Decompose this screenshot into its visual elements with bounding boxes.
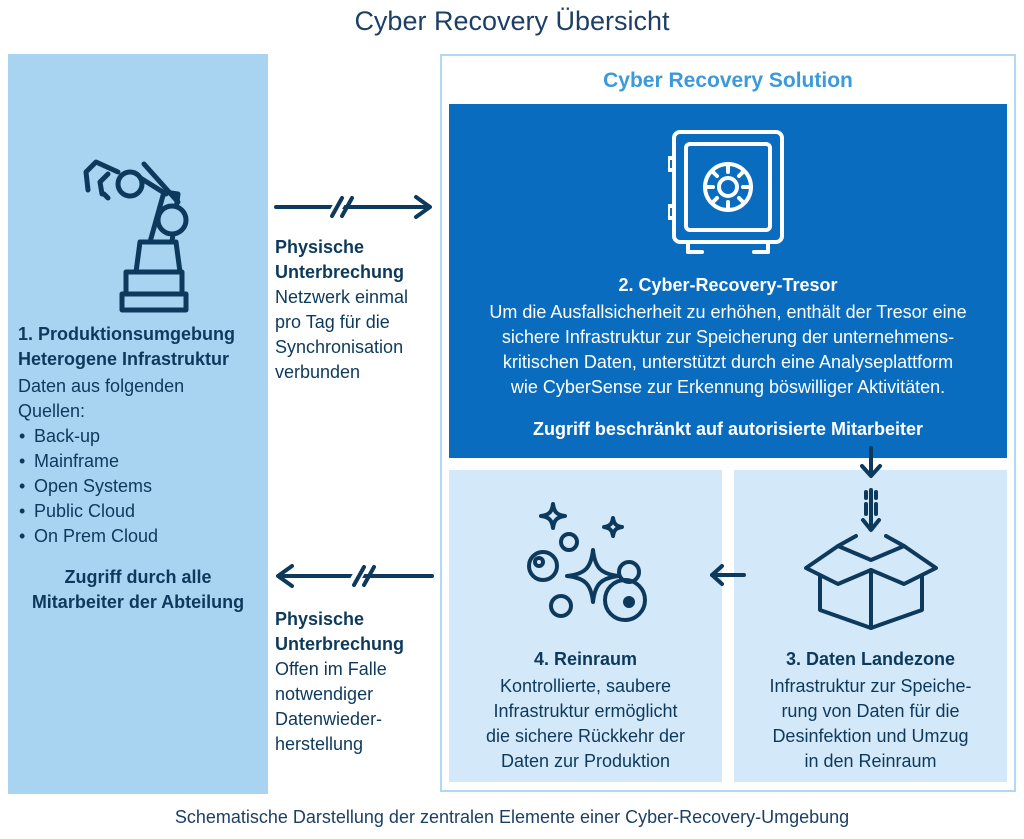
vault-access: Zugriff beschränkt auf autorisierte Mita… (532, 419, 924, 439)
vault-text-4: wie CyberSense zur Erkennung böswilliger… (510, 377, 946, 397)
safe-icon (668, 130, 784, 254)
cleanroom-text-3: die sichere Rückkehr der (485, 726, 686, 746)
vault-text-3: kritischen Daten, unterstützt durch eine… (502, 352, 954, 372)
air-gap-top-text: Physische Unterbrechung Netzwerk einmal … (275, 237, 409, 382)
air-gap-arrow-left (276, 560, 434, 590)
landing-to-cleanroom-arrow (710, 564, 746, 586)
list-item: Back-up (18, 424, 184, 449)
cleanroom-heading: 4. Reinraum (533, 649, 638, 669)
cleanroom-text-1: Kontrollierte, saubere (499, 676, 672, 696)
list-item: Mainframe (18, 449, 184, 474)
production-access: Zugriff durch alle Mitarbeiter der Abtei… (31, 567, 245, 612)
cleanroom-tile: 4. Reinraum Kontrollierte, saubere Infra… (449, 470, 722, 782)
list-item: On Prem Cloud (18, 524, 184, 549)
production-sources: Daten aus folgenden Quellen: Back-up Mai… (18, 374, 184, 549)
figure-caption: Schematische Darstellung der zentralen E… (174, 807, 850, 827)
landing-zone-tile: 3. Daten Landezone Infrastruktur zur Spe… (734, 470, 1007, 782)
air-gap-bottom-text: Physische Unterbrechung Offen im Falle n… (275, 609, 405, 754)
box-icon (804, 488, 938, 630)
air-gap-arrow-right (274, 191, 432, 221)
landing-text-3: Desinfektion und Umzug (772, 726, 969, 746)
robot-arm-icon (83, 159, 189, 313)
vault-text-1: Um die Ausfallsicherheit zu erhöhen, ent… (489, 302, 967, 322)
production-panel: 1. Produktionsumgebung Heterogene Infras… (8, 54, 268, 794)
vault-text-2: sichere Infrastruktur zur Speicherung de… (501, 327, 955, 347)
landing-text-4: in den Reinraum (804, 751, 937, 771)
solution-title: Cyber Recovery Solution (603, 69, 853, 92)
vault-panel: 2. Cyber-Recovery-Tresor Um die Ausfalls… (449, 104, 1007, 458)
cleanroom-text-2: Infrastruktur ermöglicht (493, 701, 678, 721)
page-title: Cyber Recovery Übersicht (354, 6, 670, 36)
source-list: Back-up Mainframe Open Systems Public Cl… (18, 424, 184, 549)
landing-text-2: rung von Daten für die (781, 701, 960, 721)
vault-heading: 2. Cyber-Recovery-Tresor (618, 275, 838, 295)
list-item: Open Systems (18, 474, 184, 499)
vault-to-landing-arrow (860, 446, 882, 478)
sparkles-bubbles-icon (527, 502, 647, 622)
production-heading: 1. Produktionsumgebung Heterogene Infras… (18, 324, 236, 369)
cleanroom-text-4: Daten zur Produktion (500, 751, 671, 771)
list-item: Public Cloud (18, 499, 184, 524)
landing-text-1: Infrastruktur zur Speiche- (769, 676, 972, 696)
landing-heading: 3. Daten Landezone (785, 649, 956, 669)
